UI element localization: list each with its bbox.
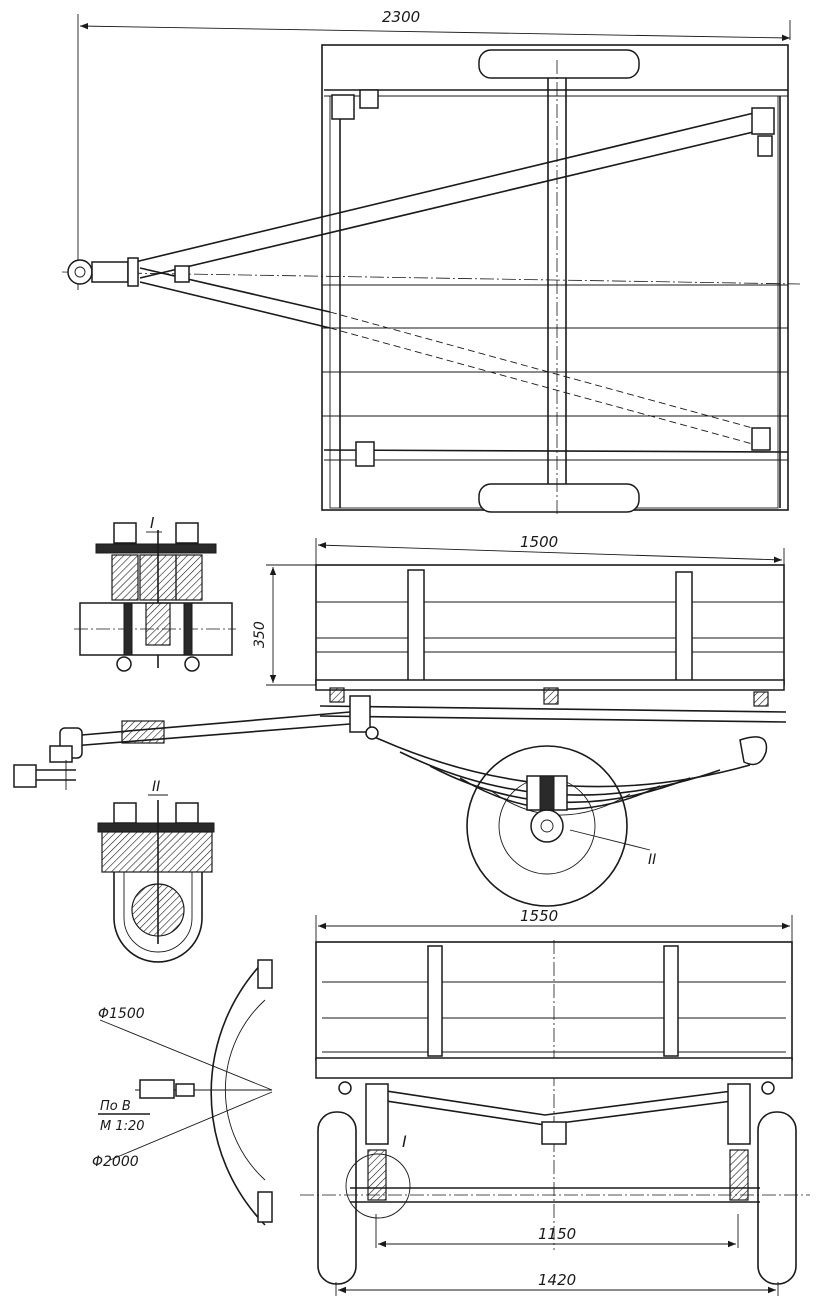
scale-label: М 1:20: [100, 1119, 145, 1134]
dim-350-label: 350: [252, 621, 268, 648]
dim-phi2000-label: Φ2000: [92, 1154, 139, 1170]
turning-view: Φ1500 По В М 1:20 Φ2000: [92, 959, 273, 1226]
dim-1420-label: 1420: [538, 1271, 576, 1289]
dim-1500-label: 1500: [520, 533, 558, 551]
dim-2300-label: 2300: [382, 8, 420, 26]
plan-view: 2300: [61, 8, 801, 515]
dim-phi1500-label: Φ1500: [98, 1006, 145, 1022]
callout-1-label: I: [402, 1132, 407, 1151]
dim-1550-label: 1550: [520, 907, 558, 925]
detail-2-label: II: [152, 779, 160, 795]
dim-1150-label: 1150: [538, 1225, 576, 1243]
detail-1: I: [74, 514, 236, 672]
side-view: 1500 350: [13, 533, 787, 907]
dimension-2300: 2300: [77, 8, 791, 290]
detail-1-label: I: [150, 514, 155, 532]
view-b-label: По В: [100, 1099, 131, 1114]
callout-2-label: II: [648, 852, 656, 868]
rear-view: 1550 I 1150: [300, 907, 810, 1296]
detail-2: II: [97, 779, 215, 963]
